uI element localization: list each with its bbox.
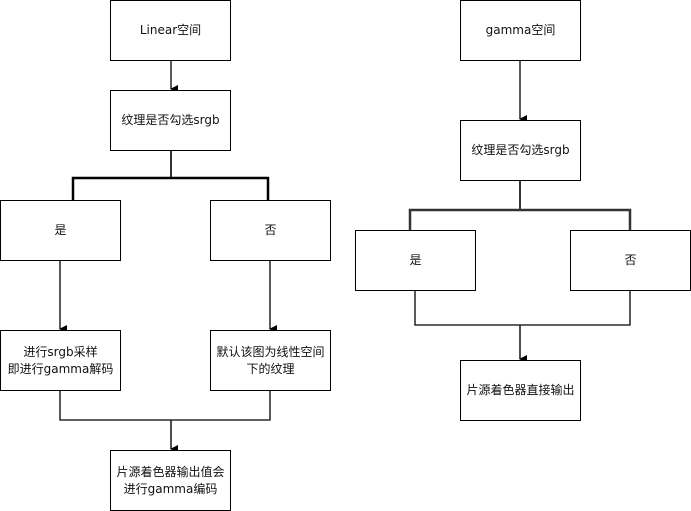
- node-yes-left-label: 是: [54, 223, 67, 237]
- merge-bracket-left: [59, 390, 271, 421]
- branch-bracket-left: [71, 176, 270, 200]
- node-yes-right-label: 是: [409, 253, 422, 267]
- node-srgb-sampling-label: 进行srgb采样 即进行gamma解码: [7, 344, 114, 376]
- node-linear-texture[interactable]: 默认该图为线性空间 下的纹理: [210, 330, 331, 391]
- node-gamma-encode-output-label: 片源着色器输出值会 进行gamma编码: [116, 464, 225, 496]
- right-flow-connectors: [408, 60, 632, 363]
- node-direct-output[interactable]: 片源着色器直接输出: [460, 360, 581, 421]
- node-yes-right[interactable]: 是: [355, 230, 476, 291]
- node-gamma-space-label: gamma空间: [485, 23, 556, 37]
- branch-bracket-right: [408, 208, 632, 234]
- left-flow-connectors: [59, 60, 277, 453]
- node-decision-srgb-left[interactable]: 纹理是否勾选srgb: [110, 90, 231, 151]
- node-no-left-label: 否: [264, 223, 277, 237]
- merge-bracket-right: [414, 290, 631, 326]
- node-no-left[interactable]: 否: [210, 200, 331, 261]
- node-decision-srgb-left-label: 纹理是否勾选srgb: [121, 113, 220, 127]
- node-linear-space-label: Linear空间: [139, 23, 202, 37]
- node-linear-texture-label: 默认该图为线性空间 下的纹理: [216, 344, 325, 376]
- node-direct-output-label: 片源着色器直接输出: [466, 383, 575, 397]
- node-decision-srgb-right[interactable]: 纹理是否勾选srgb: [460, 120, 581, 181]
- node-no-right-label: 否: [624, 253, 637, 267]
- node-gamma-space[interactable]: gamma空间: [460, 0, 581, 61]
- node-no-right[interactable]: 否: [570, 230, 691, 291]
- node-gamma-encode-output[interactable]: 片源着色器输出值会 进行gamma编码: [110, 450, 231, 511]
- node-linear-space[interactable]: Linear空间: [110, 0, 231, 61]
- node-srgb-sampling[interactable]: 进行srgb采样 即进行gamma解码: [0, 330, 121, 391]
- node-decision-srgb-right-label: 纹理是否勾选srgb: [471, 143, 570, 157]
- node-yes-left[interactable]: 是: [0, 200, 121, 261]
